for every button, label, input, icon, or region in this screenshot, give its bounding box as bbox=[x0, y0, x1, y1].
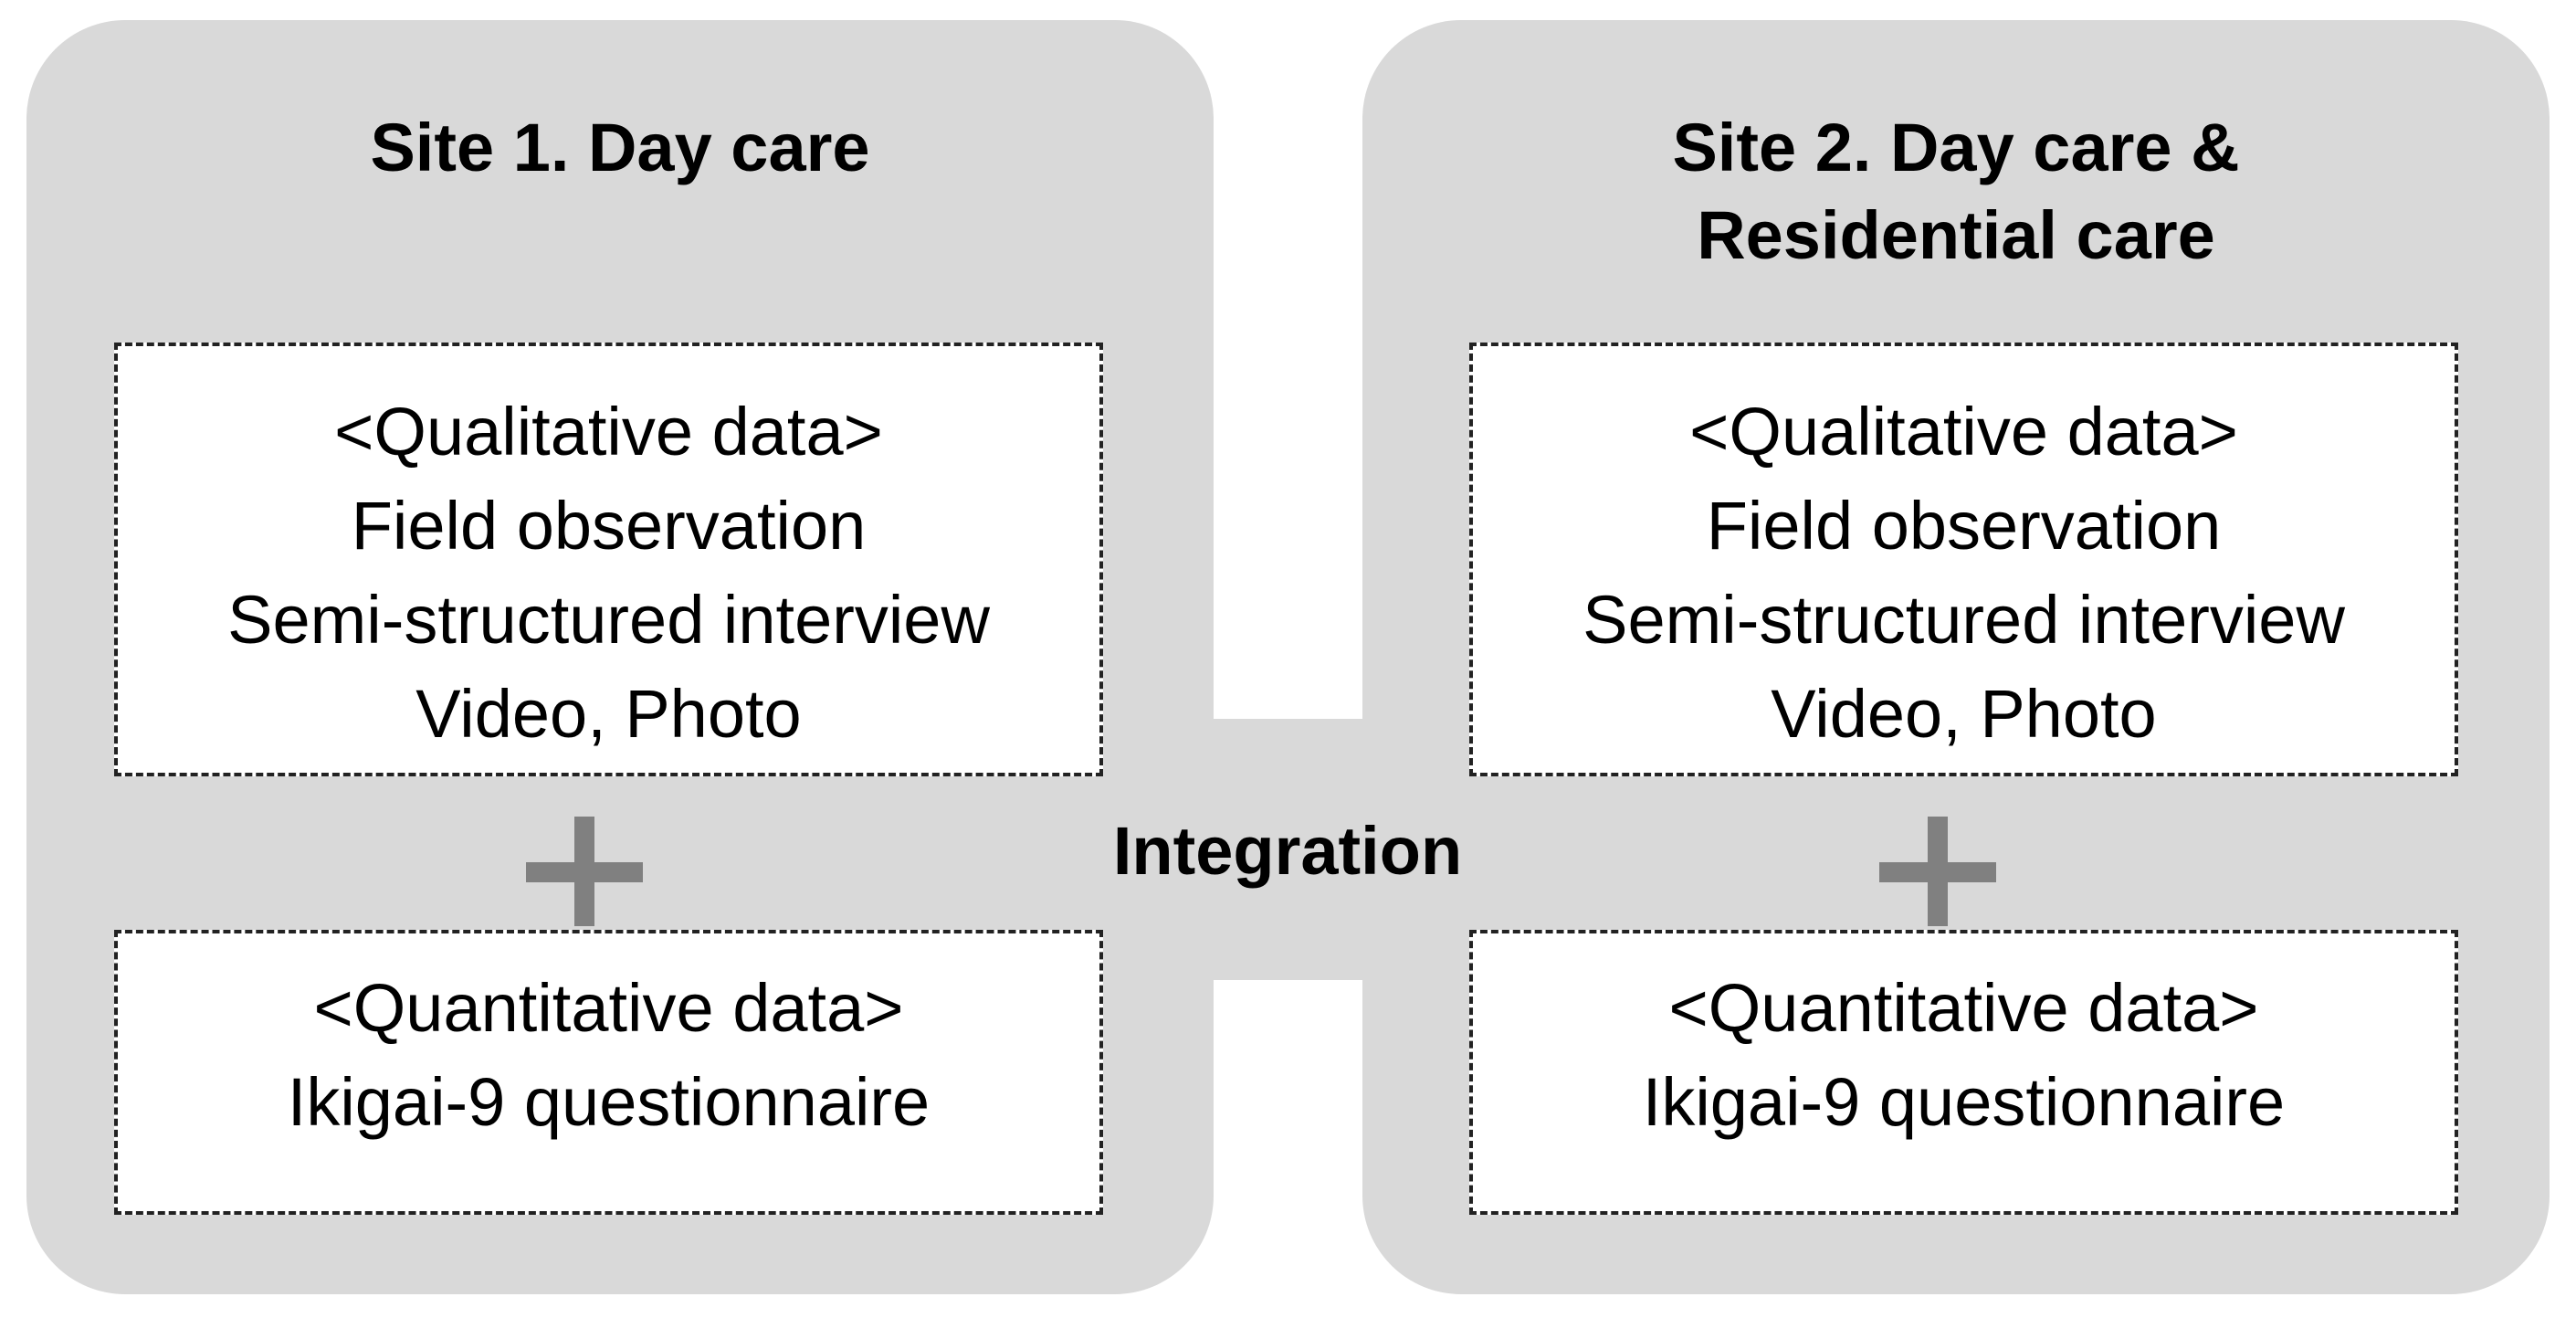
site-1-title-line-1: Site 1. Day care bbox=[370, 110, 870, 185]
site-2-qualitative-heading: <Qualitative data> bbox=[1689, 394, 2238, 469]
site-1-qualitative-item: Video, Photo bbox=[415, 676, 802, 752]
plus-icon bbox=[526, 817, 643, 926]
plus-icon bbox=[1879, 817, 1996, 926]
site-2-title-line-2: Residential care bbox=[1697, 197, 2215, 273]
site-1-quantitative-heading: <Quantitative data> bbox=[313, 970, 904, 1046]
site-2-quantitative-box: <Quantitative data> Ikigai-9 questionnai… bbox=[1469, 930, 2458, 1215]
site-2-title-line-1: Site 2. Day care & bbox=[1672, 110, 2240, 185]
site-1-quantitative-box: <Quantitative data> Ikigai-9 questionnai… bbox=[114, 930, 1103, 1215]
site-1-qualitative-item: Field observation bbox=[351, 488, 867, 564]
integration-connector bbox=[1201, 719, 1374, 980]
site-2-panel: Site 2. Day care & Residential care <Qua… bbox=[1362, 20, 2550, 1294]
site-2-qualitative-item: Semi-structured interview bbox=[1582, 582, 2345, 658]
site-2-qualitative-box: <Qualitative data> Field observation Sem… bbox=[1469, 343, 2458, 776]
site-1-qualitative-box: <Qualitative data> Field observation Sem… bbox=[114, 343, 1103, 776]
site-1-qualitative-item: Semi-structured interview bbox=[227, 582, 990, 658]
site-1-quantitative-item: Ikigai-9 questionnaire bbox=[287, 1064, 931, 1140]
site-1-qualitative-heading: <Qualitative data> bbox=[334, 394, 883, 469]
site-2-quantitative-item: Ikigai-9 questionnaire bbox=[1642, 1064, 2286, 1140]
site-2-qualitative-item: Video, Photo bbox=[1771, 676, 2157, 752]
site-2-title: Site 2. Day care & Residential care bbox=[1362, 104, 2550, 279]
integration-label: Integration bbox=[1112, 813, 1463, 889]
site-2-qualitative-item: Field observation bbox=[1706, 488, 2222, 564]
site-2-quantitative-heading: <Quantitative data> bbox=[1668, 970, 2259, 1046]
site-1-title: Site 1. Day care bbox=[26, 104, 1214, 192]
site-1-panel: Site 1. Day care <Qualitative data> Fiel… bbox=[26, 20, 1214, 1294]
